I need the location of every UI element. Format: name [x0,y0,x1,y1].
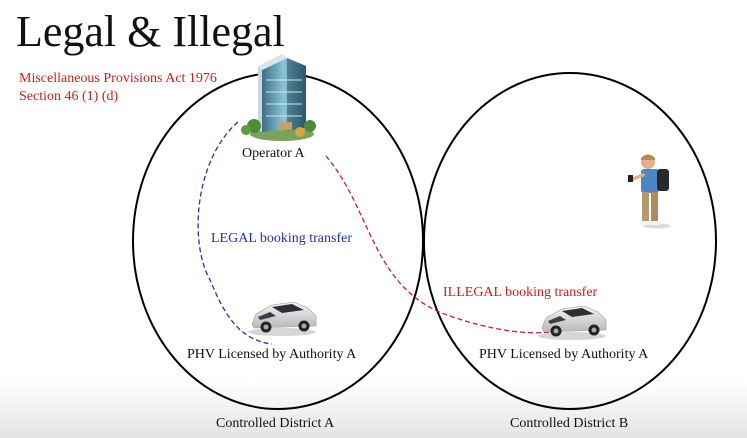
illegal-transfer-path [325,155,557,334]
operator-label: Operator A [242,146,305,161]
page-title: Legal & Illegal [16,7,285,56]
car-b-icon [538,305,607,340]
act-reference: Miscellaneous Provisions Act 1976 Sectio… [19,70,217,106]
district-b-label: Controlled District B [510,416,629,431]
illegal-transfer-label: ILLEGAL booking transfer [443,285,598,300]
office-tower-icon [241,54,316,141]
legal-transfer-label: LEGAL booking transfer [211,231,352,246]
car-a-label: PHV Licensed by Authority A [187,347,357,362]
act-name: Miscellaneous Provisions Act 1976 [19,71,217,86]
district-a-label: Controlled District A [216,416,335,431]
district-b-ellipse [423,72,717,410]
car-b-label: PHV Licensed by Authority A [479,347,649,362]
act-section: Section 46 (1) (d) [19,89,119,105]
person-with-phone-icon [628,154,671,229]
car-a-icon [248,301,317,336]
bottom-fade [0,380,747,438]
